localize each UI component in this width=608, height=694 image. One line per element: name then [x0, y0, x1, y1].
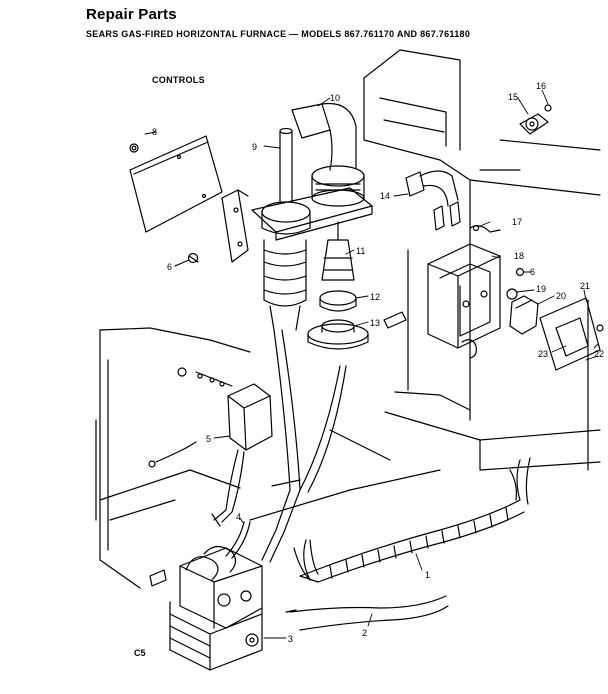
callout-20: 20: [556, 291, 566, 301]
clip: [383, 311, 477, 359]
part-2-wire: [285, 595, 449, 631]
callout-12: 12: [370, 292, 380, 302]
part-4-wire: [225, 521, 251, 559]
callout-14: 14: [380, 191, 390, 201]
part-17-wire: [469, 224, 501, 233]
callout-6b: 6: [530, 267, 535, 277]
callout-16: 16: [536, 81, 546, 91]
part-18-junction-box: [427, 243, 501, 349]
part-1-flex-conduit: [293, 457, 531, 583]
callout-labels: 1 2 3 4 5 6 6 8 9 10 11 12 13 14 15 16 1…: [152, 81, 604, 644]
callout-17: 17: [512, 217, 522, 227]
callout-22: 22: [594, 349, 604, 359]
section-label: CONTROLS: [152, 75, 205, 85]
part-10-electrode: [291, 102, 365, 207]
furnace-cabinet: [95, 49, 601, 589]
callout-19: 19: [536, 284, 546, 294]
figure-code: C5: [134, 648, 146, 658]
callout-1: 1: [425, 570, 430, 580]
part-9-pilot-tube: [279, 127, 293, 203]
callout-18: 18: [514, 251, 524, 261]
page-subtitle: SEARS GAS-FIRED HORIZONTAL FURNACE — MOD…: [86, 29, 471, 39]
part-21-cover-plate: [539, 297, 604, 371]
callout-15: 15: [508, 92, 518, 102]
part-6-screw: [174, 252, 199, 267]
callout-4: 4: [236, 512, 241, 522]
bracket: [221, 189, 249, 263]
part-14-wire-connector: [405, 170, 461, 231]
callout-8: 8: [152, 127, 157, 137]
callout-23: 23: [538, 349, 548, 359]
part-15-limit-switch: [519, 104, 552, 135]
callout-5: 5: [206, 434, 211, 444]
callout-11: 11: [356, 246, 365, 256]
gas-tubing: [261, 329, 347, 563]
page-title: Repair Parts: [86, 6, 177, 23]
callout-2: 2: [362, 628, 367, 638]
callout-9: 9: [252, 142, 257, 152]
part-3-gas-valve: [149, 545, 263, 671]
part-11-spark-electrode: [321, 221, 355, 281]
callout-6a: 6: [167, 262, 172, 272]
leader-lines: [144, 89, 599, 639]
part-20-switch: [506, 267, 539, 335]
callout-3: 3: [288, 634, 293, 644]
callout-21: 21: [580, 281, 590, 291]
callout-10: 10: [330, 93, 340, 103]
igniter-assembly: [251, 187, 373, 331]
part-12-nut: [319, 290, 357, 312]
part-5-transformer: [148, 367, 273, 527]
callout-13: 13: [370, 318, 380, 328]
part-8-mounting-plate: [129, 135, 223, 233]
